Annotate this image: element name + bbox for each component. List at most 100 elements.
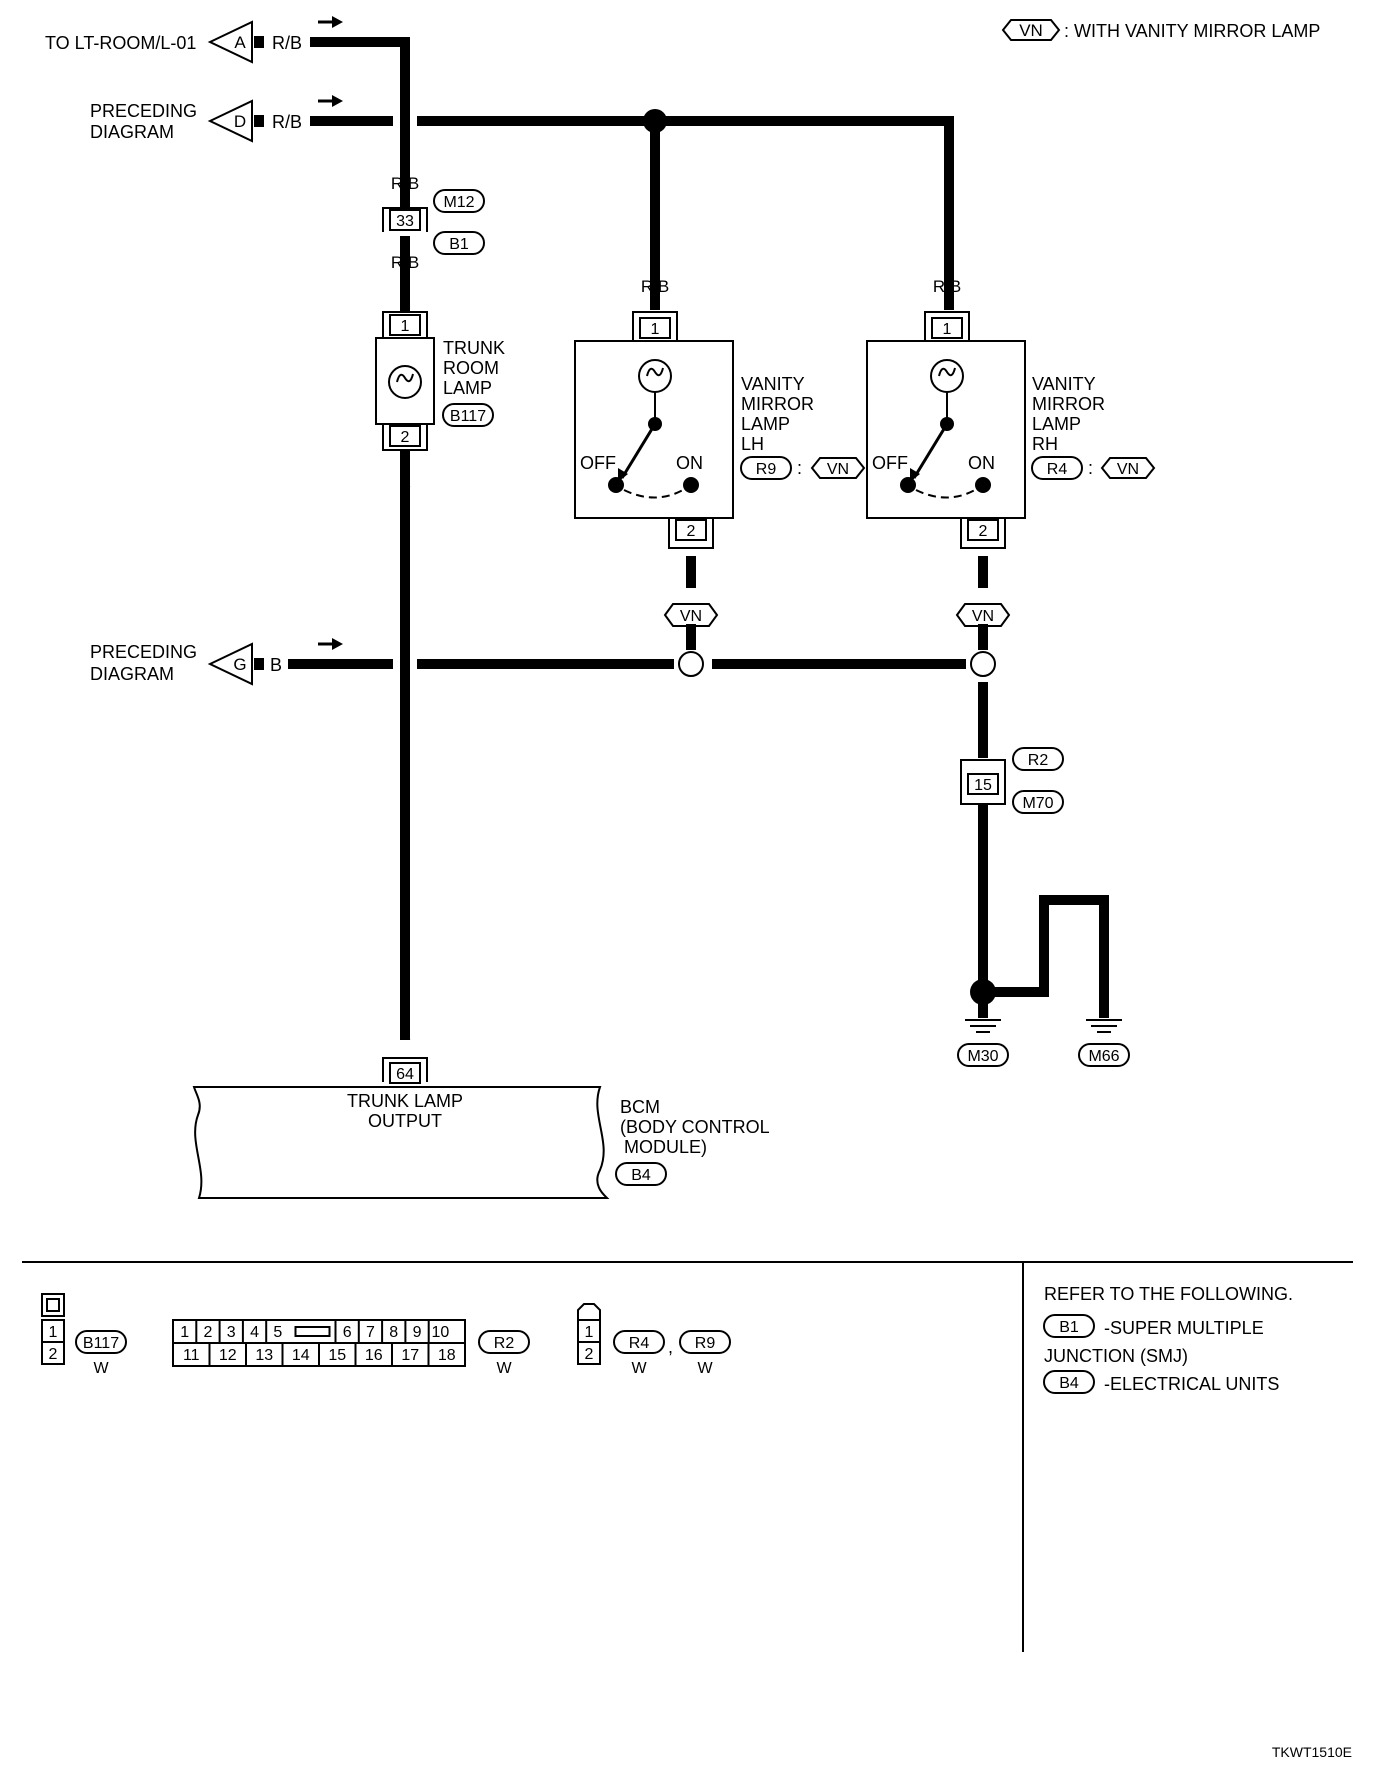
- rh-pin1: 1: [943, 321, 952, 338]
- lh-on-contact: [683, 477, 699, 493]
- trunk-lamp-line3: LAMP: [443, 378, 492, 398]
- lh-filament: [646, 367, 664, 377]
- c2-pin: 10: [431, 1324, 449, 1341]
- ref-d-flow-head: [332, 95, 343, 107]
- ref-g-flow-head: [332, 638, 343, 650]
- c3-pin2: 2: [585, 1346, 594, 1363]
- splice-dot-gnd: [970, 979, 996, 1005]
- rh-wire-top: R/B: [933, 277, 961, 296]
- lh-sep: :: [797, 458, 802, 478]
- rh-tag: VN: [1117, 461, 1139, 478]
- c2-pin: 5: [273, 1324, 282, 1341]
- ref-d-wire: R/B: [272, 112, 302, 132]
- lh-on: ON: [676, 453, 703, 473]
- ref-a: TO LT-ROOM/L-01 A R/B: [45, 16, 343, 64]
- rh-wire-tag: VN: [972, 608, 994, 625]
- trunk-pin2-box: [389, 425, 421, 447]
- c3-pin1: 1: [585, 1324, 594, 1341]
- rh-line3: LAMP: [1032, 414, 1081, 434]
- trunk-wire-mid: R/B: [391, 253, 419, 272]
- rh-line2: MIRROR: [1032, 394, 1105, 414]
- ref-g: PRECEDING DIAGRAM G B: [90, 638, 343, 686]
- lh-off-contact: [608, 477, 624, 493]
- bcm-unit: 64 TRUNK LAMP OUTPUT BCM (BODY CONTROL M…: [192, 1057, 770, 1199]
- refer-b1-badge: [1043, 1314, 1095, 1338]
- lh-off: OFF: [580, 453, 616, 473]
- lh-switch-dash: [623, 489, 684, 499]
- gnd-wire1: B: [977, 733, 988, 752]
- c2-pin: 3: [227, 1324, 236, 1341]
- lh-wire-bot: B: [685, 565, 696, 584]
- diagram-code: TKWT1510E: [1272, 1744, 1352, 1760]
- bcm-name-line1: BCM: [620, 1097, 660, 1117]
- splice-open-lh: [678, 651, 704, 677]
- rh-on: ON: [968, 453, 995, 473]
- refer-b1-text2: JUNCTION (SMJ): [1044, 1346, 1188, 1366]
- c2-color: W: [496, 1360, 512, 1377]
- gnd-wire4: B: [1038, 933, 1049, 952]
- conn-m12-badge: [433, 189, 485, 213]
- splice-dot-d: [643, 109, 667, 133]
- conn-r2-badge: [1012, 747, 1064, 771]
- refer-b4: B4: [1059, 1375, 1079, 1392]
- ground-icon-m66: [1086, 1019, 1122, 1033]
- lh-line1: VANITY: [741, 374, 805, 394]
- bcm-pin-bracket: [382, 1057, 428, 1082]
- lh-pin1-box: [639, 317, 671, 339]
- lh-wire-tag: VN: [680, 608, 702, 625]
- lh-tag: VN: [827, 461, 849, 478]
- gnd-conn-m70: M70: [1022, 795, 1053, 812]
- conn-b117: B117: [450, 408, 486, 425]
- gnd-conn-r2: R2: [1028, 752, 1049, 769]
- lh-wire-vn-shape: [663, 603, 719, 627]
- ref-g-arrow: [207, 642, 253, 686]
- rh-pin2-bracket: [960, 518, 1006, 549]
- trunk-pin1-bracket: [382, 311, 428, 338]
- joint-15-pin: 15: [974, 777, 992, 794]
- trunk-wire-low: R: [399, 472, 411, 491]
- ref-d-block: [254, 115, 264, 127]
- ref-g-block: [254, 658, 264, 670]
- lh-wire-top: R/B: [641, 277, 669, 296]
- ref-g-letter: G: [233, 655, 246, 674]
- wire-a: [310, 37, 410, 210]
- vanity-lh: R/B 1 OFF ON 2 VANITY MIRROR LAMP LH R9 …: [574, 277, 866, 627]
- c2-pin: 16: [365, 1347, 383, 1364]
- c2-pin: 17: [401, 1347, 419, 1364]
- trunk-lamp-line1: TRUNK: [443, 338, 505, 358]
- gnd-m66: M66: [1088, 1048, 1119, 1065]
- conn-b117-badge: [442, 403, 494, 427]
- rh-pin2: 2: [979, 523, 988, 540]
- c2-pin: 6: [343, 1324, 352, 1341]
- bcm-pin: 64: [396, 1066, 414, 1083]
- c3-conn2-badge: [679, 1330, 731, 1354]
- conn-m12: M12: [443, 194, 474, 211]
- ref-g-line2: DIAGRAM: [90, 664, 174, 684]
- vn-tag-shape: [1001, 19, 1061, 41]
- c2-latch: [294, 1326, 331, 1337]
- lh-pin1-bracket: [632, 311, 678, 340]
- wire-gnd-m66: [983, 895, 1109, 1018]
- lh-line4: LH: [741, 434, 764, 454]
- ref-g-wire: B: [270, 655, 282, 675]
- lh-contact-arm: [620, 423, 657, 479]
- legend-text: : WITH VANITY MIRROR LAMP: [1064, 21, 1320, 41]
- conn-r4-badge: [1031, 456, 1083, 480]
- lh-pin2: 2: [687, 523, 696, 540]
- vanity-rh: R/B 1 OFF ON 2 VANITY MIRROR LAMP RH R4 …: [866, 277, 1156, 627]
- trunk-wire-bot: R: [399, 1025, 411, 1044]
- rh-pin1-bracket: [924, 311, 970, 340]
- rh-contact-arm: [912, 423, 949, 479]
- rh-filament: [938, 367, 956, 377]
- c2-pin: 1: [180, 1324, 189, 1341]
- joint-15-box: [967, 773, 999, 795]
- c2-pin: 13: [255, 1347, 273, 1364]
- c3-conn2: R9: [695, 1335, 716, 1352]
- c1-key-inner: [46, 1298, 60, 1312]
- c2-pin: 12: [219, 1347, 237, 1364]
- c2-pin: 8: [389, 1324, 398, 1341]
- legend-vanity: VN : WITH VANITY MIRROR LAMP: [1001, 19, 1320, 41]
- bcm-body: [192, 1086, 610, 1199]
